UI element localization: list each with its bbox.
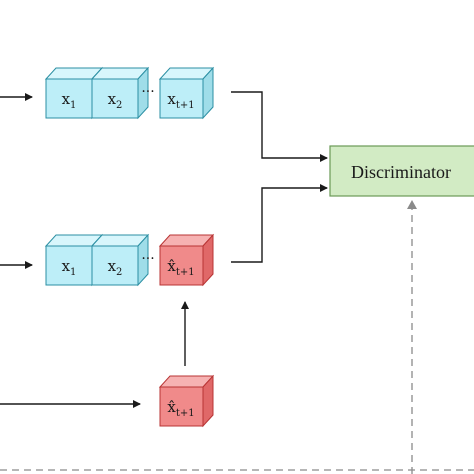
svg-text:x2: x2 xyxy=(108,257,123,278)
real-sequence-row: x1 x2 ··· xt+1 xyxy=(44,66,215,120)
discriminator-label: Discriminator xyxy=(351,162,451,182)
cube-label-base: x xyxy=(62,90,71,108)
cube-label-base: x̂ xyxy=(167,257,176,275)
ellipsis-fake: ··· xyxy=(141,251,154,267)
arrow-fake-to-discriminator xyxy=(231,184,328,263)
cube-real-xt1: xt+1 xyxy=(158,66,215,120)
cube-label-sub: 1 xyxy=(70,267,76,278)
generated-prediction: x̂t+1 xyxy=(158,374,215,428)
svg-text:x1: x1 xyxy=(62,90,77,111)
fake-sequence-row: x1 x2 ··· x̂t+1 xyxy=(44,233,215,287)
cube-label-base: x xyxy=(167,90,176,108)
cube-label-sub: t+1 xyxy=(176,267,195,278)
ellipsis-real: ··· xyxy=(141,84,154,100)
cube-label-base: x xyxy=(108,257,117,275)
cube-label-base: x xyxy=(108,90,117,108)
cube-real-x2: x2 xyxy=(90,66,150,120)
cube-fake-xhat-t1: x̂t+1 xyxy=(158,233,215,287)
svg-text:x̂t+1: x̂t+1 xyxy=(167,257,194,278)
svg-text:x1: x1 xyxy=(62,257,77,278)
cube-label-sub: t+1 xyxy=(176,408,195,419)
cube-label-sub: 2 xyxy=(116,267,122,278)
cube-label-sub: t+1 xyxy=(176,100,195,111)
cube-label-sub: 2 xyxy=(116,100,122,111)
cube-label-sub: 1 xyxy=(70,100,76,111)
cube-label-base: x̂ xyxy=(167,398,176,416)
svg-text:xt+1: xt+1 xyxy=(167,90,194,111)
svg-text:x2: x2 xyxy=(108,90,123,111)
svg-text:x̂t+1: x̂t+1 xyxy=(167,398,194,419)
arrow-real-to-discriminator xyxy=(231,91,328,162)
cube-label-base: x xyxy=(62,257,71,275)
cube-fake-x2: x2 xyxy=(90,233,150,287)
cube-generated-xhat-t1: x̂t+1 xyxy=(158,374,215,428)
discriminator-box: Discriminator xyxy=(329,145,474,197)
